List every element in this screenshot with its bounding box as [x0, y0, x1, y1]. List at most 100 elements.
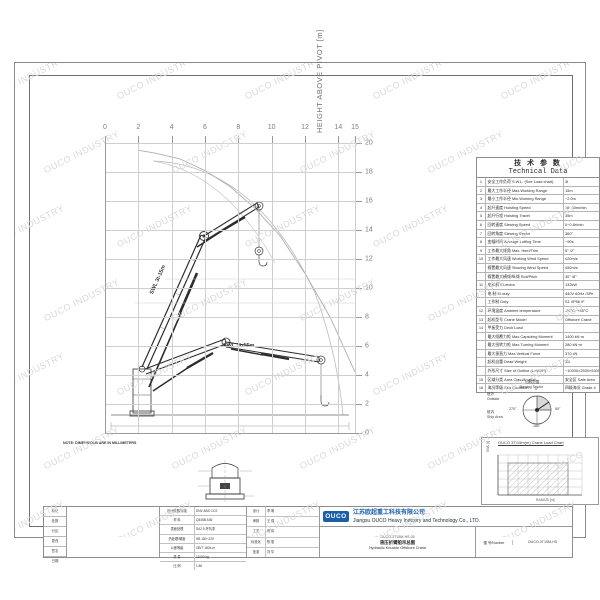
tech-row-number: 10: [477, 255, 486, 263]
tech-row-label: 最大扭转力矩 Max.Turning Moment: [486, 341, 564, 349]
tech-row-value: ~90s: [565, 239, 574, 245]
tech-row-label-en: Max. Heel/Trim: [511, 247, 539, 253]
chart-tick-label-y: 0: [365, 429, 369, 437]
tech-row-value: 5° /2°: [565, 247, 575, 253]
signature-key: 设计: [247, 507, 266, 517]
tech-row-label: 起升行程 Hoisting Travel: [486, 212, 564, 220]
tech-row-label: 变幅时间 Average Luffing Time: [486, 238, 564, 246]
chart-gridline-horizontal: [105, 201, 355, 202]
specification-value: 11000 kg: [195, 555, 209, 560]
chart-gridline-vertical: [105, 143, 106, 433]
tech-row-label-cn: 最大垂直力: [487, 350, 507, 356]
tech-row-label-cn: 环境温度: [487, 307, 504, 313]
chart-tick-x: [355, 136, 356, 143]
chart-gridline-vertical: [238, 143, 240, 433]
load-chart-svg: [497, 454, 583, 496]
specification-value: SA2.5 环氧漆: [195, 527, 216, 532]
tech-row-label-cn: 电动机: [487, 282, 500, 288]
title-block-right: OUCO 江苏欧超重工科技有限公司 Jiangsu OUCO Heavy Ind…: [319, 507, 573, 557]
specification-key: 热处理/硬度: [160, 534, 195, 543]
signature-row: 标准化陈 丽: [246, 537, 319, 548]
tech-row-label-en: Slewing Speed: [504, 221, 531, 227]
chart-tick-label-y: 20: [365, 139, 373, 147]
tech-row-value: 15m: [565, 187, 573, 193]
signature-key: 审核: [247, 517, 266, 527]
tech-row-label-cn: 最大倾覆力矩: [487, 333, 511, 339]
chart-tick-label-x: 8: [236, 124, 241, 131]
tech-row-label-cn: 起升速度: [487, 204, 504, 210]
tech-row-number: 14: [477, 324, 486, 332]
tech-row-value: 370 kN: [565, 350, 578, 356]
tech-row-label-cn: 回转角度: [487, 230, 504, 236]
tech-row-label-en: Max.Capsizing Moment: [511, 333, 553, 339]
chart-tick-y: [355, 433, 362, 434]
tech-row-label-en: Sea Condition: [504, 385, 529, 391]
drawing-sheet-row: 图 号/Number OUCO-3T15M-HS: [476, 527, 572, 557]
chart-tick-label-x: 6: [203, 124, 207, 131]
tech-row-label-en: Min.Working Range: [511, 196, 547, 202]
chart-tick-y: [355, 317, 362, 318]
tech-row-label: 最大倾覆力矩 Max.Capsizing Moment: [486, 332, 564, 341]
tech-row-value: 18~30m/min: [565, 204, 587, 210]
slew-label-inside: 舷内: [487, 410, 495, 414]
tech-row-label-cn: 工作最大倾角: [487, 247, 511, 253]
signature-value: 张 伟: [266, 529, 275, 534]
signature-key: 工艺: [247, 527, 266, 537]
chart-tick-x: [305, 136, 306, 143]
tech-row-number: 2: [477, 186, 486, 195]
ouco-logo: OUCO: [322, 511, 349, 522]
chart-tick-label-y: 4: [365, 371, 369, 379]
drawing-sheet-cell: 图 号/Number OUCO-3T15M-HS: [476, 527, 572, 557]
chart-gridline-horizontal: [105, 375, 355, 376]
chart-y-axis-title: HEIGHT ABOVE PIVOT [m]: [315, 29, 324, 133]
tech-row-label-cn: 工作最大风速: [487, 256, 511, 262]
chart-gridline-horizontal: [105, 404, 355, 405]
tech-row-label-en: Crane Model: [504, 316, 527, 322]
chart-gridline-horizontal: [105, 143, 355, 144]
signature-key: 批准: [247, 547, 266, 558]
chart-tick-label-y: 16: [365, 197, 373, 205]
signature-row: 审核王 强: [246, 517, 319, 528]
tech-row-value: ≤20m/s: [565, 256, 578, 262]
tech-row-label-en: Max.Vertical Force: [508, 350, 541, 356]
chart-gridline-horizontal: [105, 346, 355, 347]
tech-row-label-cn: 回转速度: [487, 221, 504, 227]
chart-tick-x: [171, 136, 173, 143]
specification-value: DNV ABS CCS: [195, 509, 218, 513]
slew-label-top-en: Slewing Sector: [519, 385, 543, 389]
tech-row-label-en: Hoisting Travel: [504, 213, 530, 219]
chart-tick-label-y: 8: [365, 313, 369, 321]
tech-row-label-cn: 最大扭转力矩: [487, 342, 511, 348]
tech-row-value: S1 /IP56 /F: [565, 299, 585, 305]
chart-gridline-vertical: [138, 143, 140, 433]
tech-row-number: [477, 341, 486, 349]
chart-gridline-vertical: [355, 143, 356, 433]
load-chart-y-label: SWL [t]: [486, 441, 490, 452]
tech-row-label: 回转角度 Slewing Sector: [486, 229, 564, 238]
company-name-en: Jiangsu OUCO Heavy Industry and Technolo…: [352, 517, 481, 524]
slew-deg-270: 270°: [509, 407, 517, 411]
working-range-chart: SWL 3t-15m SWL 3t-15m 201816141210864200…: [103, 124, 373, 437]
slew-label-outside-en: Outside: [487, 397, 500, 401]
tech-row-label-en: Roll/Pitch: [520, 273, 538, 279]
company-names: 江苏欧超重工科技有限公司 Jiangsu OUCO Heavy Industry…: [353, 509, 480, 525]
tech-row-label-cn: 起机型号: [487, 316, 504, 322]
signature-key: 标准化: [247, 537, 266, 547]
tech-row-number: [477, 298, 486, 306]
tech-row-number: [477, 358, 486, 367]
tech-row-label-cn: 最大工作半径: [487, 187, 511, 193]
tech-row-number: [477, 332, 486, 341]
chart-tick-label-x: 12: [301, 124, 309, 131]
tech-row-label-cn: 搁置最大横倾/纵倾: [487, 273, 520, 279]
